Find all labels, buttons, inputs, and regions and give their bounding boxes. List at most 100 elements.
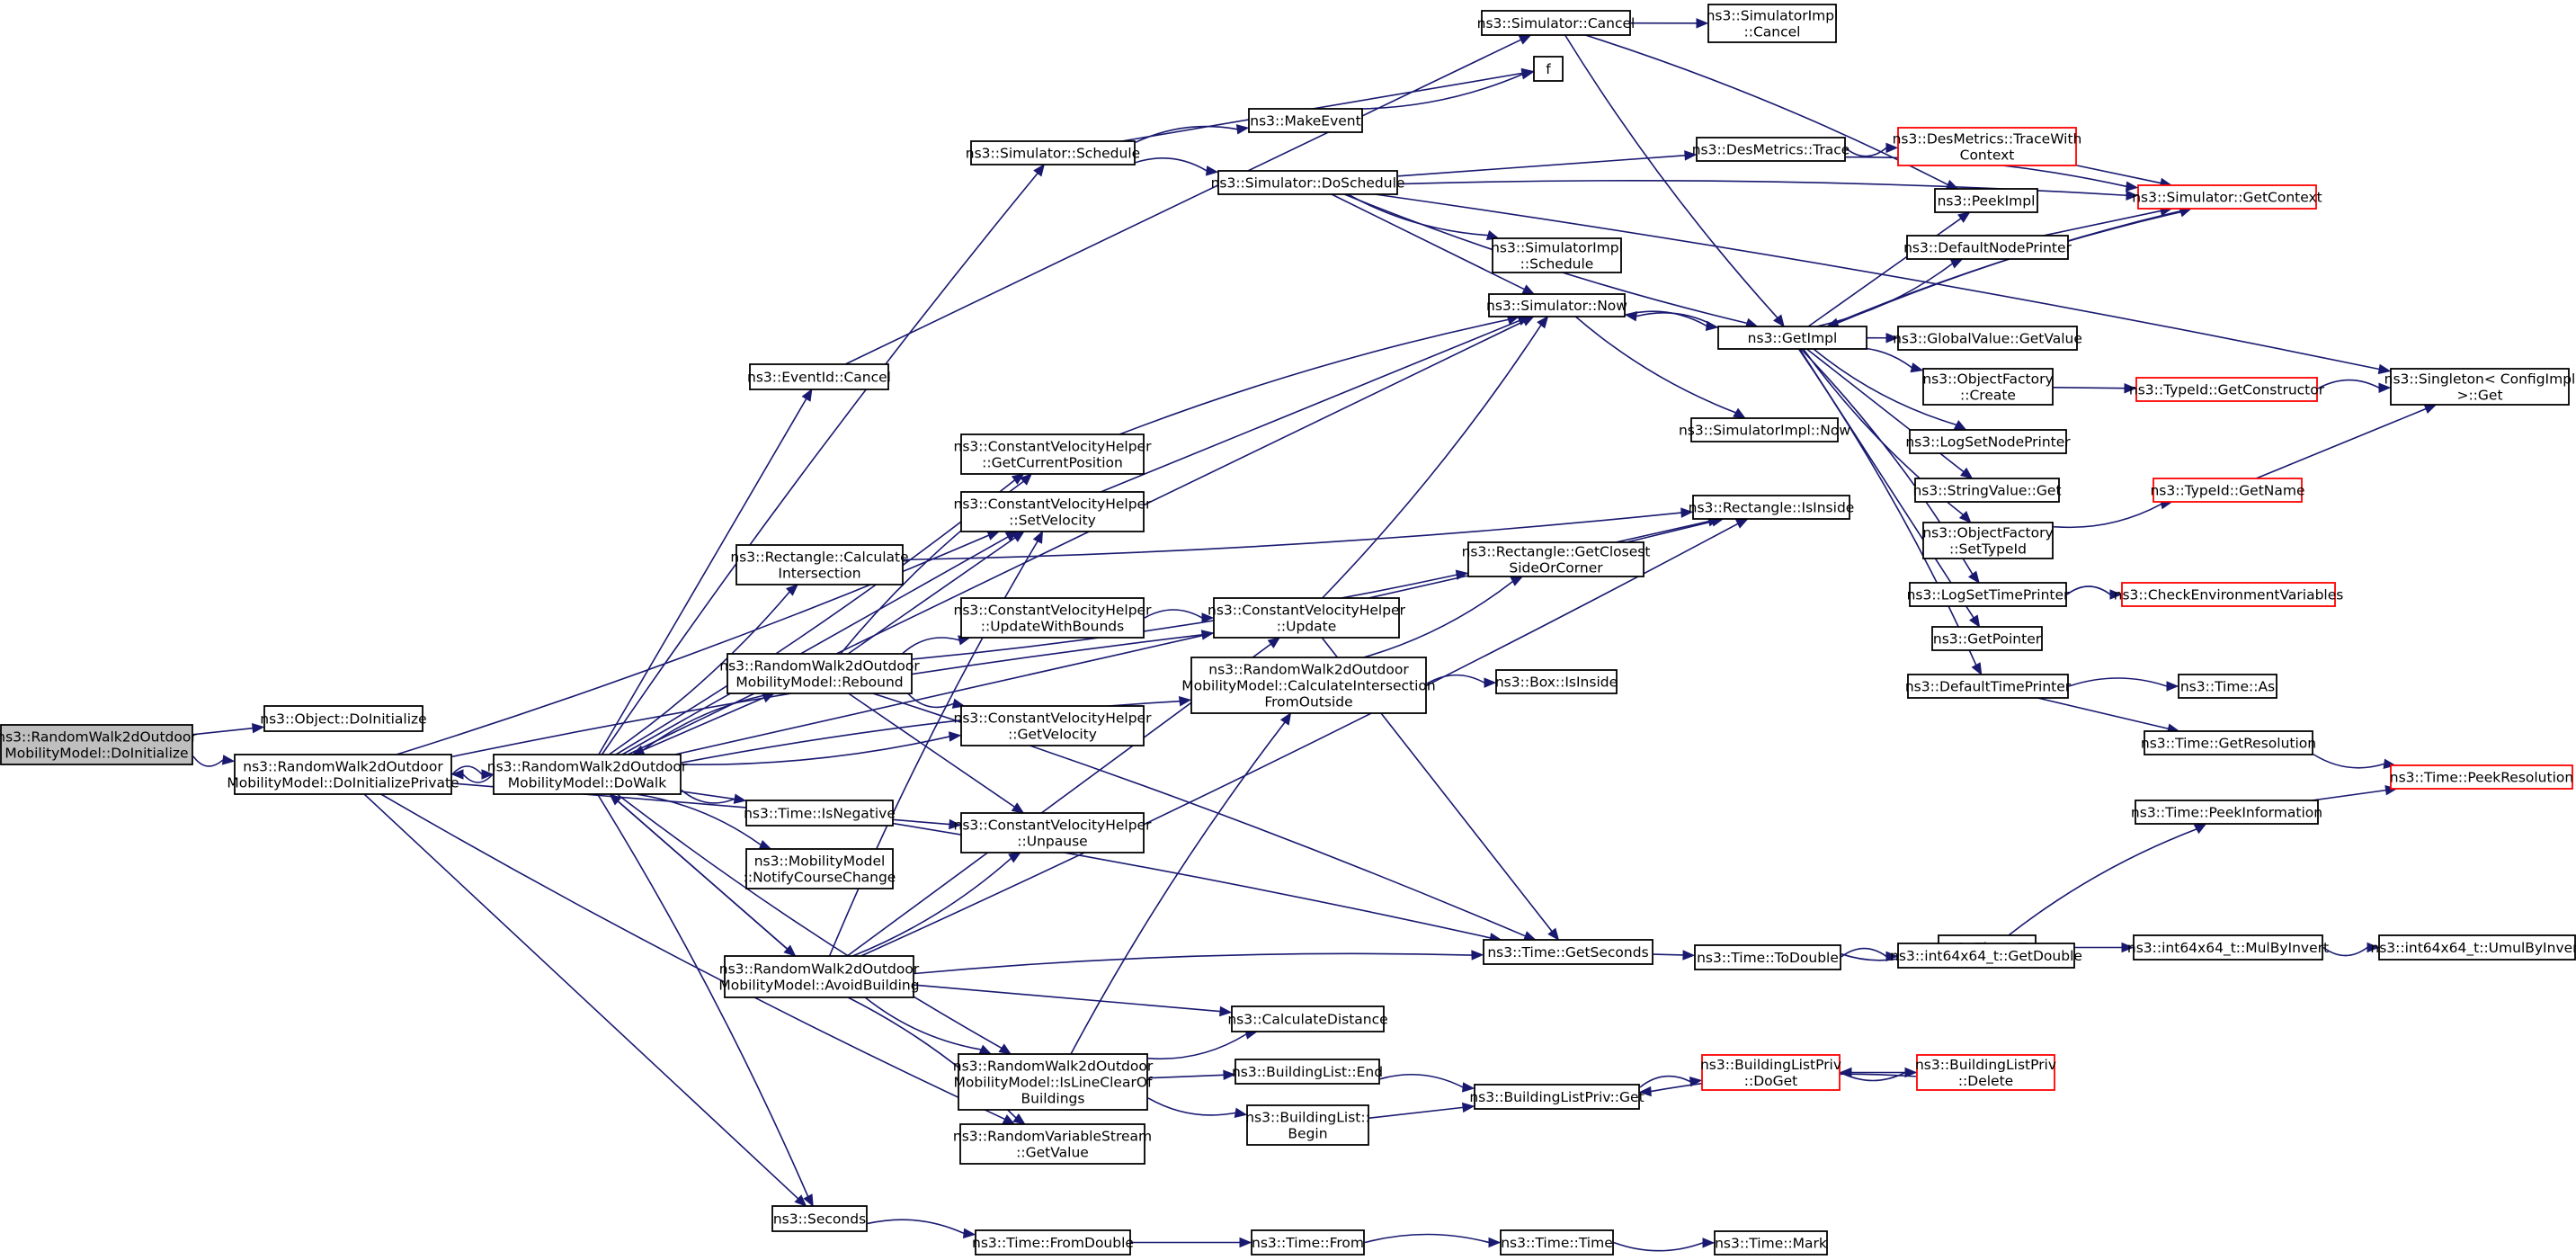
node-ofcreate[interactable]: ns3::ObjectFactory::Create <box>1922 368 2054 406</box>
node-gvgetvalue[interactable]: ns3::GlobalValue::GetValue <box>1893 326 2082 351</box>
edge-line <box>1653 953 1684 956</box>
node-box <box>1897 127 2077 166</box>
node-timemark[interactable]: ns3::Time::Mark <box>1714 1230 1828 1256</box>
node-update[interactable]: ns3::ConstantVelocityHelper::Update <box>1208 597 1406 639</box>
node-rebound[interactable]: ns3::RandomWalk2dOutdoorMobilityModel::R… <box>719 653 920 694</box>
node-simimplnow[interactable]: ns3::SimulatorImpl::Now <box>1679 417 1850 442</box>
arrowhead-icon <box>1734 518 1749 529</box>
node-stringget[interactable]: ns3::StringValue::Get <box>1912 478 2062 503</box>
node-simnow[interactable]: ns3::Simulator::Now <box>1486 293 1627 317</box>
node-dowalk[interactable]: ns3::RandomWalk2dOutdoorMobilityModel::D… <box>487 754 688 795</box>
arrowhead-icon <box>1219 1005 1233 1017</box>
node-timeas[interactable]: ns3::Time::As <box>2178 674 2277 699</box>
node-label: MobilityModel::IsLineClearOf <box>954 1075 1154 1091</box>
node-typeidname[interactable]: ns3::TypeId::GetName <box>2150 478 2305 503</box>
node-label: ns3::DefaultTimePrinter <box>1905 679 2072 695</box>
node-makeevent[interactable]: ns3::MakeEvent <box>1248 108 1363 133</box>
node-logsetnode[interactable]: ns3::LogSetNodePrinter <box>1905 429 2071 454</box>
node-label: ns3::GetImpl <box>1748 330 1838 346</box>
node-boxinside[interactable]: ns3::Box::IsInside <box>1495 669 1618 694</box>
node-getres[interactable]: ns3::Time::GetResolution <box>2141 730 2316 755</box>
edge-line <box>2068 677 2168 687</box>
node-updbounds[interactable]: ns3::ConstantVelocityHelper::UpdateWithB… <box>954 597 1153 639</box>
node-simcancel[interactable]: ns3::Simulator::Cancel <box>1477 10 1636 36</box>
node-getcontext[interactable]: ns3::Simulator::GetContext <box>2132 184 2322 210</box>
node-getimpl[interactable]: ns3::GetImpl <box>1717 326 1867 350</box>
edge-line <box>1807 218 1962 327</box>
node-doinit[interactable]: ns3::RandomWalk2dOutdoorMobilityModel::D… <box>0 724 197 765</box>
node-box <box>726 653 913 694</box>
node-checkenv[interactable]: ns3::CheckEnvironmentVariables <box>2114 582 2344 607</box>
node-todouble[interactable]: ns3::Time::ToDouble <box>1694 944 1841 970</box>
node-ofsettypeid[interactable]: ns3::ObjectFactory::SetTypeId <box>1922 522 2054 559</box>
node-desmtrace[interactable]: ns3::DesMetrics::Trace <box>1692 137 1850 162</box>
arrowhead-icon <box>2121 942 2135 953</box>
node-calcdist[interactable]: ns3::CalculateDistance <box>1227 1005 1388 1032</box>
node-mulbyinv[interactable]: ns3::int64x64_t::MulByInvert <box>2127 934 2329 961</box>
arrowhead-icon <box>1033 163 1046 177</box>
arrowhead-icon <box>1537 315 1549 329</box>
node-defnodeprinter[interactable]: ns3::DefaultNodePrinter <box>1903 235 2072 260</box>
node-blbegin[interactable]: ns3::BuildingList::Begin <box>1245 1104 1370 1146</box>
node-box <box>1916 1054 2055 1091</box>
node-box <box>2137 184 2317 210</box>
node-blprivdoget[interactable]: ns3::BuildingListPriv::DoGet <box>1700 1054 1841 1091</box>
node-box <box>263 705 423 732</box>
node-box <box>2133 934 2323 961</box>
node-peekimpl[interactable]: ns3::PeekImpl <box>1934 188 2038 213</box>
node-fromdouble[interactable]: ns3::Time::FromDouble <box>972 1229 1134 1256</box>
node-timefrom[interactable]: ns3::Time::From <box>1251 1229 1365 1256</box>
node-getvel[interactable]: ns3::ConstantVelocityHelper::GetVelocity <box>954 705 1153 746</box>
node-timetime[interactable]: ns3::Time::Time <box>1500 1229 1614 1256</box>
node-notify[interactable]: ns3::MobilityModel::NotifyCourseChange <box>744 848 896 889</box>
node-blprivget[interactable]: ns3::BuildingListPriv::Get <box>1469 1084 1645 1110</box>
edge-line <box>1379 1073 1464 1088</box>
node-label: ns3::BuildingListPriv <box>1915 1057 2056 1073</box>
node-unpause[interactable]: ns3::ConstantVelocityHelper::Unpause <box>954 812 1153 853</box>
node-deftimeprinter[interactable]: ns3::DefaultTimePrinter <box>1905 674 2072 699</box>
node-simimplcancel[interactable]: ns3::SimulatorImpl::Cancel <box>1707 4 1839 43</box>
node-getpointer[interactable]: ns3::GetPointer <box>1931 626 2043 651</box>
node-simimplsched[interactable]: ns3::SimulatorImpl::Schedule <box>1491 237 1623 273</box>
node-avoid[interactable]: ns3::RandomWalk2dOutdoorMobilityModel::A… <box>718 955 920 998</box>
edge-blprivget-to-blprivdoget <box>1639 1075 1703 1088</box>
node-setvel[interactable]: ns3::ConstantVelocityHelper::SetVelocity <box>954 491 1153 532</box>
node-umulbyinv[interactable]: ns3::int64x64_t::UmulByInvert <box>2370 934 2576 961</box>
node-getdouble[interactable]: ns3::int64x64_t::GetDouble <box>1890 943 2082 969</box>
node-doschedule[interactable]: ns3::Simulator::DoSchedule <box>1211 170 1405 195</box>
node-objinit[interactable]: ns3::Object::DoInitialize <box>260 705 427 732</box>
node-box <box>960 812 1145 853</box>
node-peekinfo[interactable]: ns3::Time::PeekInformation <box>2131 800 2322 825</box>
node-simschedule[interactable]: ns3::Simulator::Schedule <box>966 140 1140 165</box>
node-calcfromout[interactable]: ns3::RandomWalk2dOutdoorMobilityModel::C… <box>1181 657 1436 714</box>
node-label: ns3::Seconds <box>773 1211 866 1228</box>
node-rvsget[interactable]: ns3::RandomVariableStream::GetValue <box>953 1123 1152 1165</box>
node-islineclear[interactable]: ns3::RandomWalk2dOutdoorMobilityModel::I… <box>953 1053 1154 1111</box>
edge-rebound-to-closest <box>912 569 1469 660</box>
arrowhead-icon <box>1885 142 1899 154</box>
node-doinitpriv[interactable]: ns3::RandomWalk2dOutdoorMobilityModel::D… <box>227 754 459 795</box>
arrowhead-icon <box>1012 1113 1026 1125</box>
node-peekres[interactable]: ns3::Time::PeekResolution <box>2390 764 2573 790</box>
node-isneg[interactable]: ns3::Time::IsNegative <box>744 800 896 827</box>
node-logsettime[interactable]: ns3::LogSetTimePrinter <box>1907 582 2070 607</box>
node-eventcancel[interactable]: ns3::EventId::Cancel <box>747 363 891 390</box>
node-singleton[interactable]: ns3::Singleton< ConfigImpl>::Get <box>2384 368 2576 406</box>
arrowhead-icon <box>1520 69 1535 80</box>
node-label: ns3::SimulatorImpl <box>1491 240 1623 256</box>
node-box <box>970 140 1136 165</box>
node-blprivdelete[interactable]: ns3::BuildingListPriv::Delete <box>1915 1054 2056 1091</box>
node-rectcalc[interactable]: ns3::Rectangle::CalculateIntersection <box>730 544 909 585</box>
node-getseconds[interactable]: ns3::Time::GetSeconds <box>1483 939 1653 965</box>
arrowhead-icon <box>1949 258 1964 269</box>
node-label: ::GetValue <box>1016 1145 1089 1161</box>
node-getctor[interactable]: ns3::TypeId::GetConstructor <box>2129 377 2325 402</box>
node-rectinside[interactable]: ns3::Rectangle::IsInside <box>1689 495 1855 520</box>
node-box <box>1914 478 2060 503</box>
node-blend[interactable]: ns3::BuildingList::End <box>1232 1059 1383 1085</box>
node-f[interactable]: f <box>1533 56 1564 82</box>
node-getcurpos[interactable]: ns3::ConstantVelocityHelper::GetCurrentP… <box>954 433 1153 475</box>
node-seconds[interactable]: ns3::Seconds <box>771 1205 868 1232</box>
